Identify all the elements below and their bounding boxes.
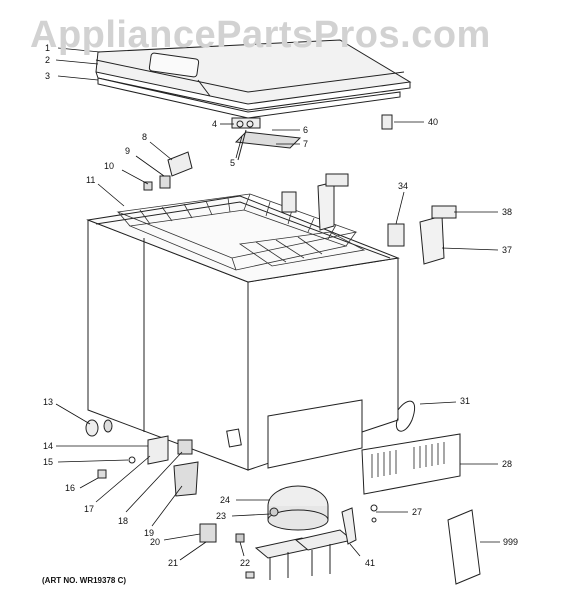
callout-2: 2	[45, 55, 51, 65]
callout-15: 15	[43, 457, 54, 467]
art-number: (ART NO. WR19378 C)	[42, 576, 127, 585]
callout-40: 40	[428, 117, 439, 127]
callout-24: 24	[220, 495, 231, 505]
callout-10: 10	[104, 161, 115, 171]
owners-manual	[447, 509, 481, 585]
part-40-bracket	[381, 114, 393, 130]
callout-22: 22	[240, 558, 251, 568]
callout-8: 8	[142, 132, 148, 142]
callout-9: 9	[125, 146, 131, 156]
callout-6: 6	[303, 125, 309, 135]
callout-34: 34	[398, 181, 409, 191]
callout-19: 19	[144, 528, 155, 538]
callout-28: 28	[502, 459, 513, 469]
callout-3: 3	[45, 71, 51, 81]
drain-tube	[396, 400, 416, 432]
hinge-parts	[143, 151, 193, 191]
lid	[95, 39, 412, 119]
callout-37: 37	[502, 245, 513, 255]
callout-4: 4	[212, 119, 218, 129]
callout-38: 38	[502, 207, 513, 217]
callout-18: 18	[118, 516, 129, 526]
callout-999: 999	[503, 537, 519, 547]
rear-hinges	[281, 173, 457, 265]
callout-41: 41	[365, 558, 376, 568]
base-brackets	[245, 529, 354, 580]
leader-lines	[55, 47, 500, 561]
callout-14: 14	[43, 441, 54, 451]
callout-17: 17	[84, 504, 95, 514]
wire-basket	[116, 193, 366, 271]
callout-31: 31	[460, 396, 471, 406]
callout-7: 7	[303, 139, 309, 149]
cabinet	[86, 195, 400, 471]
callout-5: 5	[230, 158, 236, 168]
callout-16: 16	[65, 483, 76, 493]
watermark: AppliancePartsPros.com	[30, 14, 491, 56]
thermostat-parts	[85, 419, 199, 497]
callout-13: 13	[43, 397, 54, 407]
callout-23: 23	[216, 511, 227, 521]
callout-27: 27	[412, 507, 423, 517]
callout-21: 21	[168, 558, 179, 568]
callout-1: 1	[45, 43, 51, 53]
callout-11: 11	[86, 175, 96, 185]
compressor	[267, 485, 329, 531]
callout-20: 20	[150, 537, 161, 547]
access-cover	[361, 433, 461, 495]
